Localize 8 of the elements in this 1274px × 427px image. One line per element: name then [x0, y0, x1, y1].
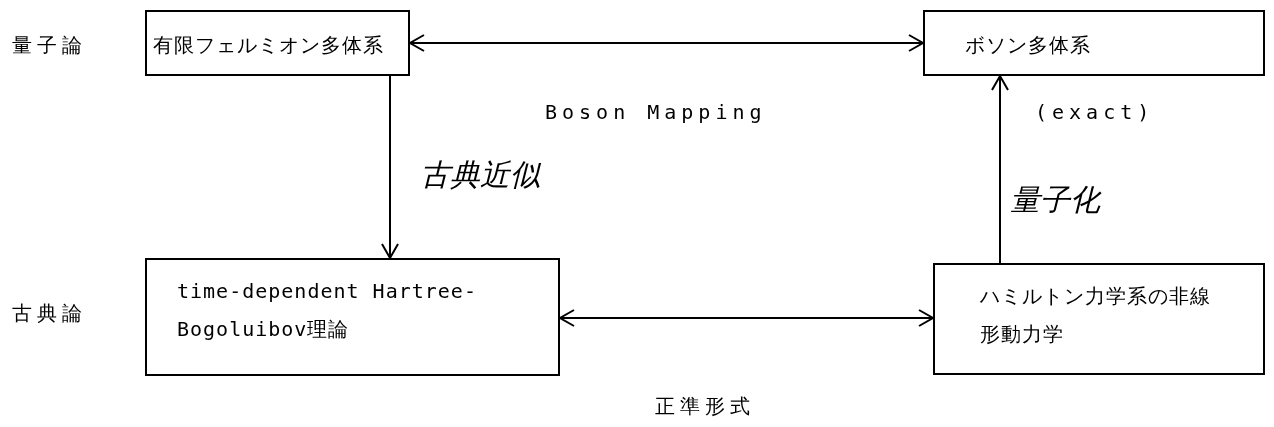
system-box: ボソン多体系 [923, 10, 1265, 76]
arrow [381, 75, 399, 259]
arrow [559, 309, 934, 327]
arrow [409, 34, 924, 52]
arrow [991, 75, 1009, 264]
system-box: time-dependent Hartree-Bogoluibov理論 [145, 258, 560, 376]
system-box: ハミルトン力学系の非線形動力学 [933, 263, 1265, 375]
system-box: 有限フェルミオン多体系 [145, 10, 410, 76]
